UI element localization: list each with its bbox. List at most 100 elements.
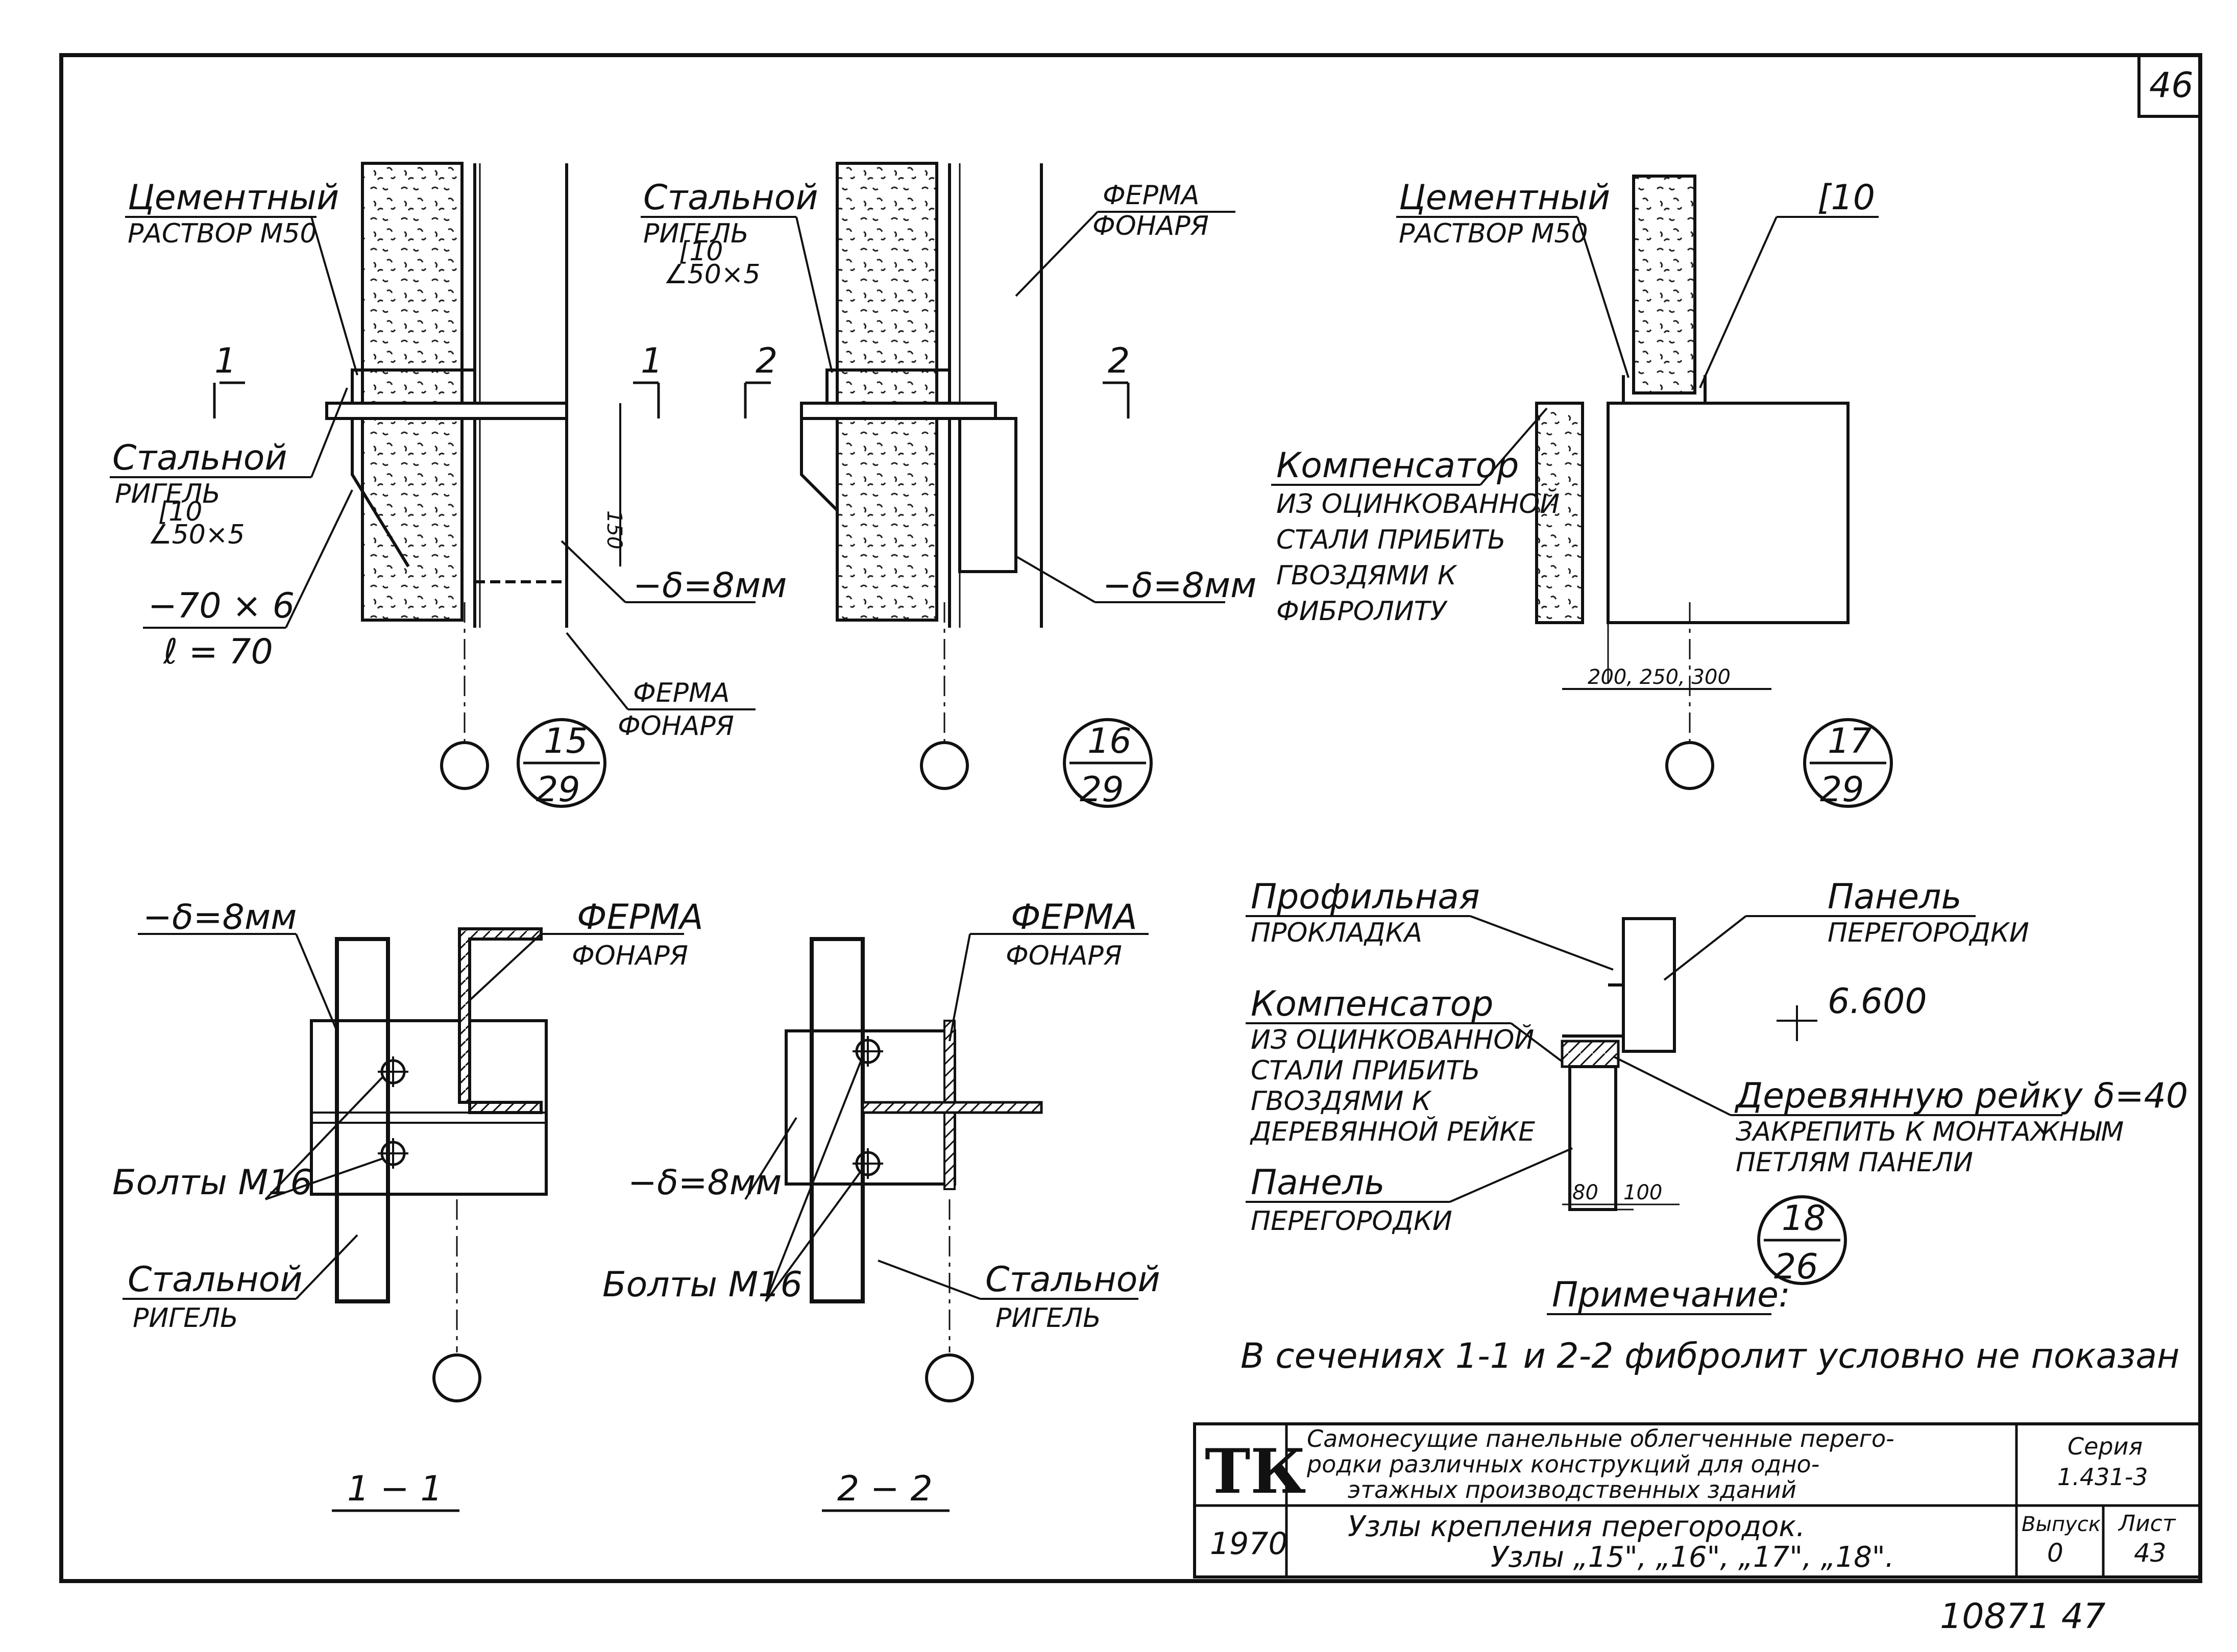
tb-sheet-value: 43	[2134, 1538, 2167, 1568]
n18-panel-top-2: ПЕРЕГОРОДКИ	[1828, 918, 2029, 948]
n15-plate-2: ℓ = 70	[163, 632, 273, 672]
n17-compensator-5: ФИБРОЛИТУ	[1276, 596, 1448, 627]
n15-section-mark-left: 1	[213, 341, 245, 418]
node-18: Профильная ПРОКЛАДКА Панель ПЕРЕГОРОДКИ …	[1246, 877, 2188, 1287]
n16-steel-beam-3: [10	[679, 236, 723, 267]
tb-issue-label: Выпуск	[2022, 1513, 2101, 1536]
n18-dim-100: 100	[1623, 1181, 1662, 1204]
n16-truss-2: ФОНАРЯ	[1092, 211, 1209, 241]
n17-channel: [10	[1817, 178, 1875, 218]
n16-steel-beam-4: ∠50×5	[664, 259, 760, 290]
n16-section-mark-left: 2	[744, 341, 777, 418]
sheet-frame: 46	[59, 53, 2202, 1583]
n16-steel-beam-1: Стальной	[643, 178, 818, 218]
n17-cement-1: Цементный	[1399, 178, 1610, 218]
n15-steel-beam-1: Стальной	[112, 438, 287, 478]
tb-logo: ТК	[1205, 1436, 1306, 1508]
n17-compensator-1: Компенсатор	[1276, 446, 1519, 486]
sheet-number-top: 46	[2149, 65, 2194, 106]
n18-panel-top-1: Панель	[1828, 877, 1962, 917]
tb-issue-value: 0	[2047, 1538, 2063, 1568]
n18-callout: 18 26	[1757, 1195, 1847, 1287]
n18-panel-bottom-2: ПЕРЕГОРОДКИ	[1251, 1206, 1452, 1237]
tb-subject-1: Узлы крепления перегородок.	[1348, 1510, 1805, 1543]
n15-callout: 15 29	[517, 718, 606, 810]
s11-truss-1: ФЕРМА	[577, 897, 703, 938]
svg-text:29: 29	[1820, 770, 1864, 810]
n15-truss-1: ФЕРМА	[633, 678, 730, 708]
n18-rail-1: Деревянную рейку δ=40	[1734, 1076, 2188, 1116]
section-2-2: ФЕРМА ФОНАРЯ −δ=8мм Болты М16 Стальной Р…	[602, 897, 1160, 1512]
n15-cement-1: Цементный	[128, 178, 339, 218]
svg-text:16: 16	[1087, 721, 1132, 761]
n18-compensator-3: СТАЛИ ПРИБИТЬ	[1251, 1055, 1480, 1086]
tb-subject-2: Узлы „15", „16", „17", „18".	[1491, 1541, 1894, 1574]
s22-steel-beam-2: РИГЕЛЬ	[995, 1303, 1101, 1334]
svg-text:26: 26	[1774, 1247, 1818, 1287]
sheet-stamp: 10871 47	[1940, 1596, 2105, 1637]
svg-text:1: 1	[641, 341, 663, 381]
s11-title: 1 − 1	[347, 1469, 443, 1509]
n18-compensator-4: ГВОЗДЯМИ К	[1251, 1086, 1432, 1117]
n17-cement-2: РАСТВОР М50	[1399, 218, 1588, 249]
n18-compensator-1: Компенсатор	[1251, 984, 1493, 1024]
bolt-icon	[378, 1138, 408, 1169]
n18-compensator-5: ДЕРЕВЯННОЙ РЕЙКЕ	[1250, 1116, 1535, 1147]
n16-section-mark-right: 2	[1103, 341, 1130, 418]
note: Примечание: В сечениях 1-1 и 2-2 фиброли…	[1241, 1275, 2179, 1376]
n18-panel-bottom-1: Панель	[1251, 1163, 1385, 1203]
bolt-icon	[853, 1148, 883, 1179]
n16-truss-1: ФЕРМА	[1103, 180, 1199, 211]
s22-truss-1: ФЕРМА	[1011, 897, 1137, 938]
n15-steel-beam-4: ∠50×5	[148, 520, 245, 550]
n16-callout: 16 29	[1063, 718, 1153, 810]
tb-year: 1970	[1210, 1526, 1288, 1562]
n18-level: 6.600	[1828, 981, 1927, 1022]
n15-plate-1: −70 × 6	[148, 586, 295, 626]
bolt-icon	[853, 1036, 883, 1067]
tb-series-label: Серия	[2068, 1433, 2143, 1460]
tb-desc-1: Самонесущие панельные облегченные перего…	[1307, 1425, 1894, 1452]
n15-cement-2: РАСТВОР М50	[128, 218, 317, 249]
tb-desc-3: этажных производственных зданий	[1348, 1476, 1796, 1503]
n17-compensator-2: ИЗ ОЦИНКОВАННОЙ	[1276, 488, 1560, 520]
n18-dim-80: 80	[1572, 1181, 1598, 1204]
svg-text:29: 29	[536, 770, 580, 810]
tb-series-value: 1.431-3	[2057, 1463, 2148, 1491]
svg-text:18: 18	[1782, 1198, 1826, 1239]
n18-rail-3: ПЕТЛЯМ ПАНЕЛИ	[1736, 1147, 1973, 1178]
n15-section-mark-right: 1	[633, 341, 663, 418]
n17-compensator-3: СТАЛИ ПРИБИТЬ	[1276, 525, 1506, 555]
s22-steel-beam-1: Стальной	[985, 1260, 1160, 1300]
note-text: В сечениях 1-1 и 2-2 фибролит условно не…	[1241, 1336, 2179, 1376]
node-16: Стальной РИГЕЛЬ [10 ∠50×5 ФЕРМА ФОНАРЯ −…	[641, 162, 1256, 810]
svg-text:29: 29	[1080, 770, 1124, 810]
n15-truss-2: ФОНАРЯ	[618, 711, 734, 742]
s11-bolts: Болты М16	[112, 1163, 312, 1203]
n18-rail-2: ЗАКРЕПИТЬ К МОНТАЖНЫМ	[1736, 1117, 2124, 1147]
n15-steel-beam-2: РИГЕЛЬ	[115, 479, 221, 509]
n15-dim-150: 150	[602, 510, 626, 549]
bolt-icon	[378, 1056, 408, 1087]
note-heading: Примечание:	[1552, 1275, 1790, 1315]
n18-gasket-2: ПРОКЛАДКА	[1251, 918, 1422, 948]
n17-compensator-4: ГВОЗДЯМИ К	[1276, 560, 1457, 591]
n15-steel-beam-3: [10	[158, 497, 202, 527]
title-block: ТК 1970 Самонесущие панельные облегченны…	[1193, 1422, 2202, 1579]
svg-text:17: 17	[1828, 721, 1872, 761]
n16-steel-beam-2: РИГЕЛЬ	[643, 218, 749, 249]
s11-steel-beam-1: Стальной	[128, 1260, 303, 1300]
svg-text:15: 15	[544, 721, 588, 761]
node-15: Цементный РАСТВОР М50 Стальной РИГЕЛЬ [1…	[110, 162, 787, 810]
s22-truss-2: ФОНАРЯ	[1006, 941, 1122, 971]
n15-thickness: −δ=8мм	[633, 565, 787, 606]
s22-thickness: −δ=8мм	[628, 1163, 782, 1203]
n17-callout: 17 29	[1803, 718, 1893, 810]
svg-text:2: 2	[1108, 341, 1130, 381]
s11-steel-beam-2: РИГЕЛЬ	[133, 1303, 238, 1334]
s11-truss-2: ФОНАРЯ	[572, 941, 688, 971]
n18-compensator-2: ИЗ ОЦИНКОВАННОЙ	[1251, 1024, 1534, 1055]
s22-title: 2 − 2	[837, 1469, 933, 1509]
svg-text:2: 2	[756, 341, 777, 381]
section-1-1: −δ=8мм ФЕРМА ФОНАРЯ Болты М16 Стальной Р…	[112, 897, 703, 1512]
